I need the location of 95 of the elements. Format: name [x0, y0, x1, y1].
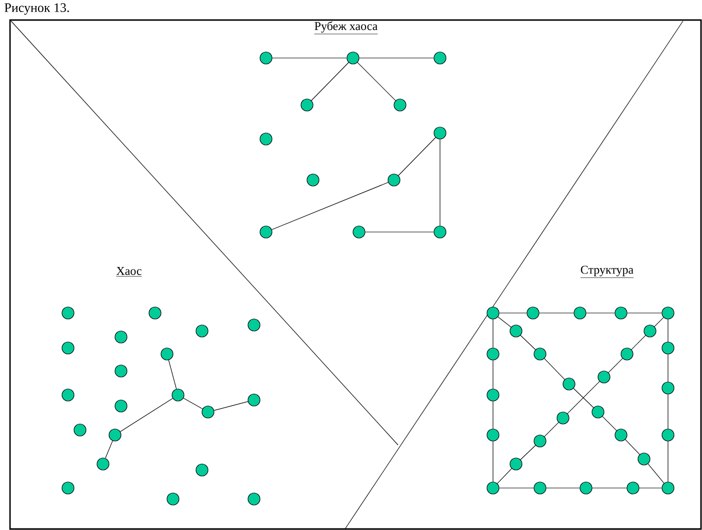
dot [562, 378, 576, 390]
dot [662, 428, 674, 442]
dot [434, 126, 446, 140]
dot [248, 318, 260, 332]
dot [306, 174, 320, 186]
connector-line [648, 464, 664, 484]
dot [62, 388, 74, 402]
dot [114, 364, 128, 378]
dot [620, 348, 634, 360]
dot [662, 482, 674, 494]
dot [574, 306, 586, 320]
dot [148, 306, 162, 320]
dot [62, 306, 74, 320]
connector-line [357, 62, 396, 101]
region-label: Хаос [116, 267, 142, 277]
dot [108, 428, 122, 442]
connector-line [492, 360, 494, 389]
dot [662, 342, 674, 354]
dot [260, 132, 272, 146]
dot [352, 226, 366, 238]
connector-line [105, 440, 113, 458]
dot [644, 324, 656, 338]
dot [534, 348, 546, 360]
region-label: Структура [580, 266, 634, 278]
dot [614, 428, 628, 442]
dot [62, 482, 74, 494]
dot [614, 306, 628, 320]
dot [598, 370, 610, 384]
connector-line [492, 319, 494, 348]
dot [486, 348, 500, 360]
connector-line [120, 398, 173, 432]
connector-line [498, 316, 512, 328]
dot [388, 174, 400, 186]
dot [114, 330, 128, 344]
connector-line [586, 312, 615, 314]
region-label: Рубеж хаоса [314, 21, 378, 34]
connector-line [272, 182, 388, 230]
connector-line [520, 335, 536, 350]
dot [260, 52, 272, 64]
connector-line [311, 62, 349, 101]
dot [172, 388, 184, 402]
connector-line [520, 445, 536, 460]
dot [96, 458, 110, 470]
connector-line [573, 388, 594, 408]
figure-title: Рисунок 13. [4, 3, 69, 15]
connector-line [539, 312, 574, 314]
dot [662, 306, 674, 320]
dot [196, 324, 208, 338]
dot [580, 482, 592, 494]
dot [526, 306, 540, 320]
dot [556, 412, 570, 424]
dot [248, 394, 260, 406]
dot [486, 388, 500, 402]
connector-line [497, 468, 512, 484]
connector-line [608, 358, 623, 373]
connector-line [567, 381, 600, 414]
connector-line [631, 335, 646, 350]
connector-line [654, 317, 664, 327]
dot [626, 482, 640, 494]
dot [248, 492, 260, 506]
dot [534, 434, 546, 448]
dot [114, 400, 128, 412]
dot [434, 52, 446, 64]
connector-line [168, 360, 177, 390]
dot [260, 226, 272, 238]
dot [346, 52, 360, 64]
connector-line [627, 312, 662, 314]
dot [62, 342, 74, 354]
connector-line [499, 312, 527, 314]
dot [74, 424, 86, 436]
dot [394, 98, 406, 112]
dot [534, 482, 546, 494]
connector-line [492, 401, 494, 429]
dot [486, 306, 500, 320]
dot [510, 324, 522, 338]
connector-line [544, 422, 559, 437]
dot [300, 98, 314, 112]
connector-line [398, 137, 436, 176]
dot [662, 382, 674, 394]
connector-line [544, 358, 565, 380]
dot [592, 406, 604, 418]
connector-line [492, 441, 494, 482]
dot [510, 458, 522, 470]
dot [486, 482, 500, 494]
dot [486, 428, 500, 442]
connector-line [183, 398, 203, 410]
connector-line [625, 439, 640, 455]
dot [166, 492, 180, 506]
connector-line [214, 401, 248, 411]
connector-line [602, 416, 617, 431]
dot [160, 348, 174, 360]
dot [434, 226, 446, 238]
dot [638, 452, 650, 466]
dot [196, 464, 208, 476]
dot [202, 406, 214, 418]
